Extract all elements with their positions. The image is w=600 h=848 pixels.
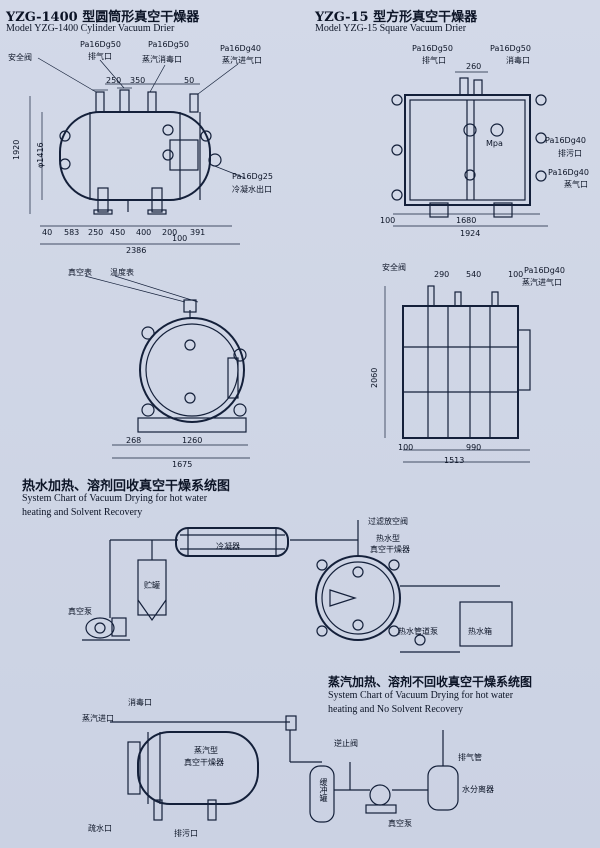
condenser-label: 冷凝器: [216, 542, 240, 551]
dim-100-side: 100: [508, 270, 524, 279]
yzg15-pa16dg50b-label: Pa16Dg50: [490, 44, 531, 53]
yzg1400-exhaust-label: 排气口: [88, 52, 112, 61]
chart2-title-en-2: heating and No Solvent Recovery: [328, 704, 463, 715]
chart2-steam-inlet-label: 蒸汽进口: [82, 714, 114, 723]
dim-phi1416: φ1416: [36, 142, 45, 168]
receiver-label: 贮罐: [144, 581, 160, 590]
dim-2060: 2060: [370, 367, 379, 388]
vacuum-gauge-label: 真空表: [68, 268, 92, 277]
yzg15-pa16dg40b-label: Pa16Dg40: [548, 168, 589, 177]
yzg15-title-cn: YZG-15 型方形真空干燥器: [315, 10, 478, 25]
yzg1400-safety-valve-label: 安全阀: [8, 53, 32, 62]
chart2-title-cn: 蒸汽加热、溶剂不回收真空干燥系统图: [328, 675, 533, 689]
chart1-vacuum-pump-label: 真空泵: [68, 607, 92, 616]
chart2-drier-label: 真空干燥器: [184, 758, 224, 767]
dim-b100: 100: [172, 234, 188, 243]
thermometer-label: 温度表: [110, 268, 134, 277]
steam-type-label: 蒸汽型: [194, 746, 218, 755]
yzg1400-steam-inlet-label: 蒸汽进气口: [222, 56, 262, 65]
dim-540: 540: [466, 270, 482, 279]
dim-b391: 391: [190, 228, 206, 237]
dim-250-top: 250: [106, 76, 122, 85]
chart2-drain-label: 排污口: [174, 829, 198, 838]
dim-260: 260: [466, 62, 482, 71]
yzg15-side-view: [384, 285, 531, 463]
dim-total-2386: 2386: [126, 246, 147, 255]
dim-1920: 1920: [12, 139, 21, 160]
chart2-vacuum-pump-label: 真空泵: [388, 819, 412, 828]
exhaust-pipe-label: 排气管: [458, 753, 482, 762]
dim-b40: 40: [42, 228, 53, 237]
filter-valve-label: 过滤放空阀: [368, 517, 408, 526]
yzg15-pa16dg40c-label: Pa16Dg40: [524, 266, 565, 275]
yzg15-steam-inlet-label: 蒸气口: [564, 180, 588, 189]
dim-50-top: 50: [184, 76, 195, 85]
dim-290: 290: [434, 270, 450, 279]
hot-water-pipe-pump-label: 热水管道泵: [398, 627, 438, 636]
yzg1400-pa16dg50b-label: Pa16Dg50: [148, 40, 189, 49]
dim-b400: 400: [136, 228, 152, 237]
dim-b583: 583: [64, 228, 80, 237]
chart1-title-cn: 热水加热、溶剂回收真空干燥系统图: [22, 479, 231, 494]
check-valve-label: 逆止阀: [334, 739, 358, 748]
dim-b200: 200: [162, 228, 178, 237]
yzg1400-title-en: Model YZG-1400 Cylinder Vacuum Drier: [6, 23, 175, 34]
chart1-drier-label: 真空干燥器: [370, 545, 410, 554]
yzg1400-steam-disinfect-label: 蒸汽消毒口: [142, 55, 182, 64]
yzg15-mpa-label: Mpa: [486, 139, 503, 148]
chart1-title-en-1: System Chart of Vacuum Drying for hot wa…: [22, 493, 208, 504]
yzg1400-pa16dg40-label: Pa16Dg40: [220, 44, 261, 53]
condensate-outlet-label: 疏水口: [88, 824, 112, 833]
hot-water-type-label: 热水型: [376, 534, 400, 543]
yzg15-pa16dg50-label: Pa16Dg50: [412, 44, 453, 53]
yzg1400-pa16dg50-label: Pa16Dg50: [80, 40, 121, 49]
dim-1513: 1513: [444, 456, 465, 465]
yzg15-disinfect-label: 消毒口: [506, 56, 530, 65]
yzg1400-condensate-label: 冷凝水出口: [232, 185, 272, 194]
yzg15-exhaust-label: 排气口: [422, 56, 446, 65]
yzg15-pa16dg40-label: Pa16Dg40: [545, 136, 586, 145]
chart1-title-en-2: heating and Solvent Recovery: [22, 507, 143, 518]
dim-350-top: 350: [130, 76, 146, 85]
dim-1680: 1680: [456, 216, 477, 225]
yzg15-steam-inlet2-label: 蒸汽进气口: [522, 278, 562, 287]
water-separator-label: 水分离器: [462, 785, 494, 794]
chart2-title-en-1: System Chart of Vacuum Drying for hot wa…: [328, 690, 514, 701]
hot-water-tank-label: 热水箱: [468, 627, 492, 636]
dim-1924: 1924: [460, 229, 481, 238]
dim-100-front: 100: [380, 216, 396, 225]
yzg1400-side-view: [29, 57, 246, 245]
yzg15-title-en: Model YZG-15 Square Vacuum Drier: [315, 23, 467, 34]
yzg1400-title-cn: YZG-1400 型圆筒形真空干燥器: [6, 10, 200, 25]
yzg1400-front-view: [84, 275, 250, 459]
chart2-system-diagram: [110, 715, 459, 823]
dim-1260: 1260: [182, 436, 203, 445]
dim-1675: 1675: [172, 460, 193, 469]
dim-b450: 450: [110, 228, 126, 237]
yzg15-drain-label: 排污口: [558, 149, 582, 158]
dim-268: 268: [126, 436, 142, 445]
dim-100-side-bottom: 100: [398, 443, 414, 452]
yzg1400-pa16dg25-label: Pa16Dg25: [232, 172, 273, 181]
chart1-system-diagram: [82, 520, 513, 653]
yzg15-front-view: [391, 71, 548, 227]
yzg15-safety-valve-label: 安全阀: [382, 263, 406, 272]
dim-b250: 250: [88, 228, 104, 237]
chart2-disinfect-label: 消毒口: [128, 698, 152, 707]
buffer-tank-label: 缓冲罐: [319, 778, 328, 802]
dim-990: 990: [466, 443, 482, 452]
